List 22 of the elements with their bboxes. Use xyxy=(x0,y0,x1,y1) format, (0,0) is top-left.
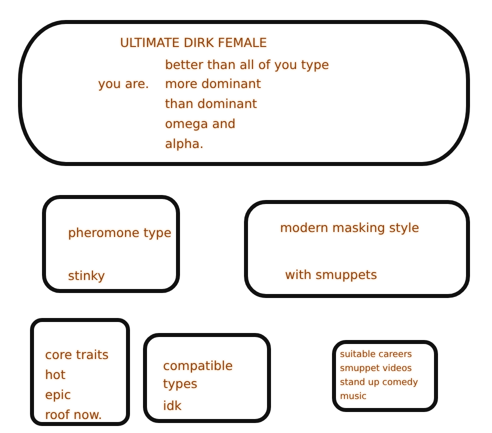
node-text: more dominant than dominant omega and alpha. xyxy=(165,75,262,153)
node-text: hot xyxy=(45,366,66,384)
rounded-box xyxy=(332,340,438,412)
heading-text: ULTIMATE DIRK FEMALE xyxy=(120,34,268,52)
rounded-box xyxy=(244,200,470,298)
node-text: roof now. xyxy=(45,406,102,424)
node-text: better than all of you type xyxy=(165,56,330,74)
node-text: music xyxy=(340,391,367,403)
node-text: idk xyxy=(163,397,182,415)
node-text: smuppet videos xyxy=(340,363,412,375)
rounded-box xyxy=(30,318,130,426)
node-text: epic xyxy=(45,386,71,404)
rounded-box xyxy=(143,333,271,423)
node-text: stand up comedy xyxy=(340,377,418,389)
node-text: suitable careers xyxy=(340,349,412,361)
node-text: you are. xyxy=(98,75,150,93)
node-text: pheromone type xyxy=(68,224,172,242)
node-text: modern masking style xyxy=(280,219,420,237)
rounded-box xyxy=(42,195,180,293)
node-text: stinky xyxy=(68,267,105,285)
node-text: core traits xyxy=(45,346,109,364)
node-text: with smuppets xyxy=(285,266,378,284)
